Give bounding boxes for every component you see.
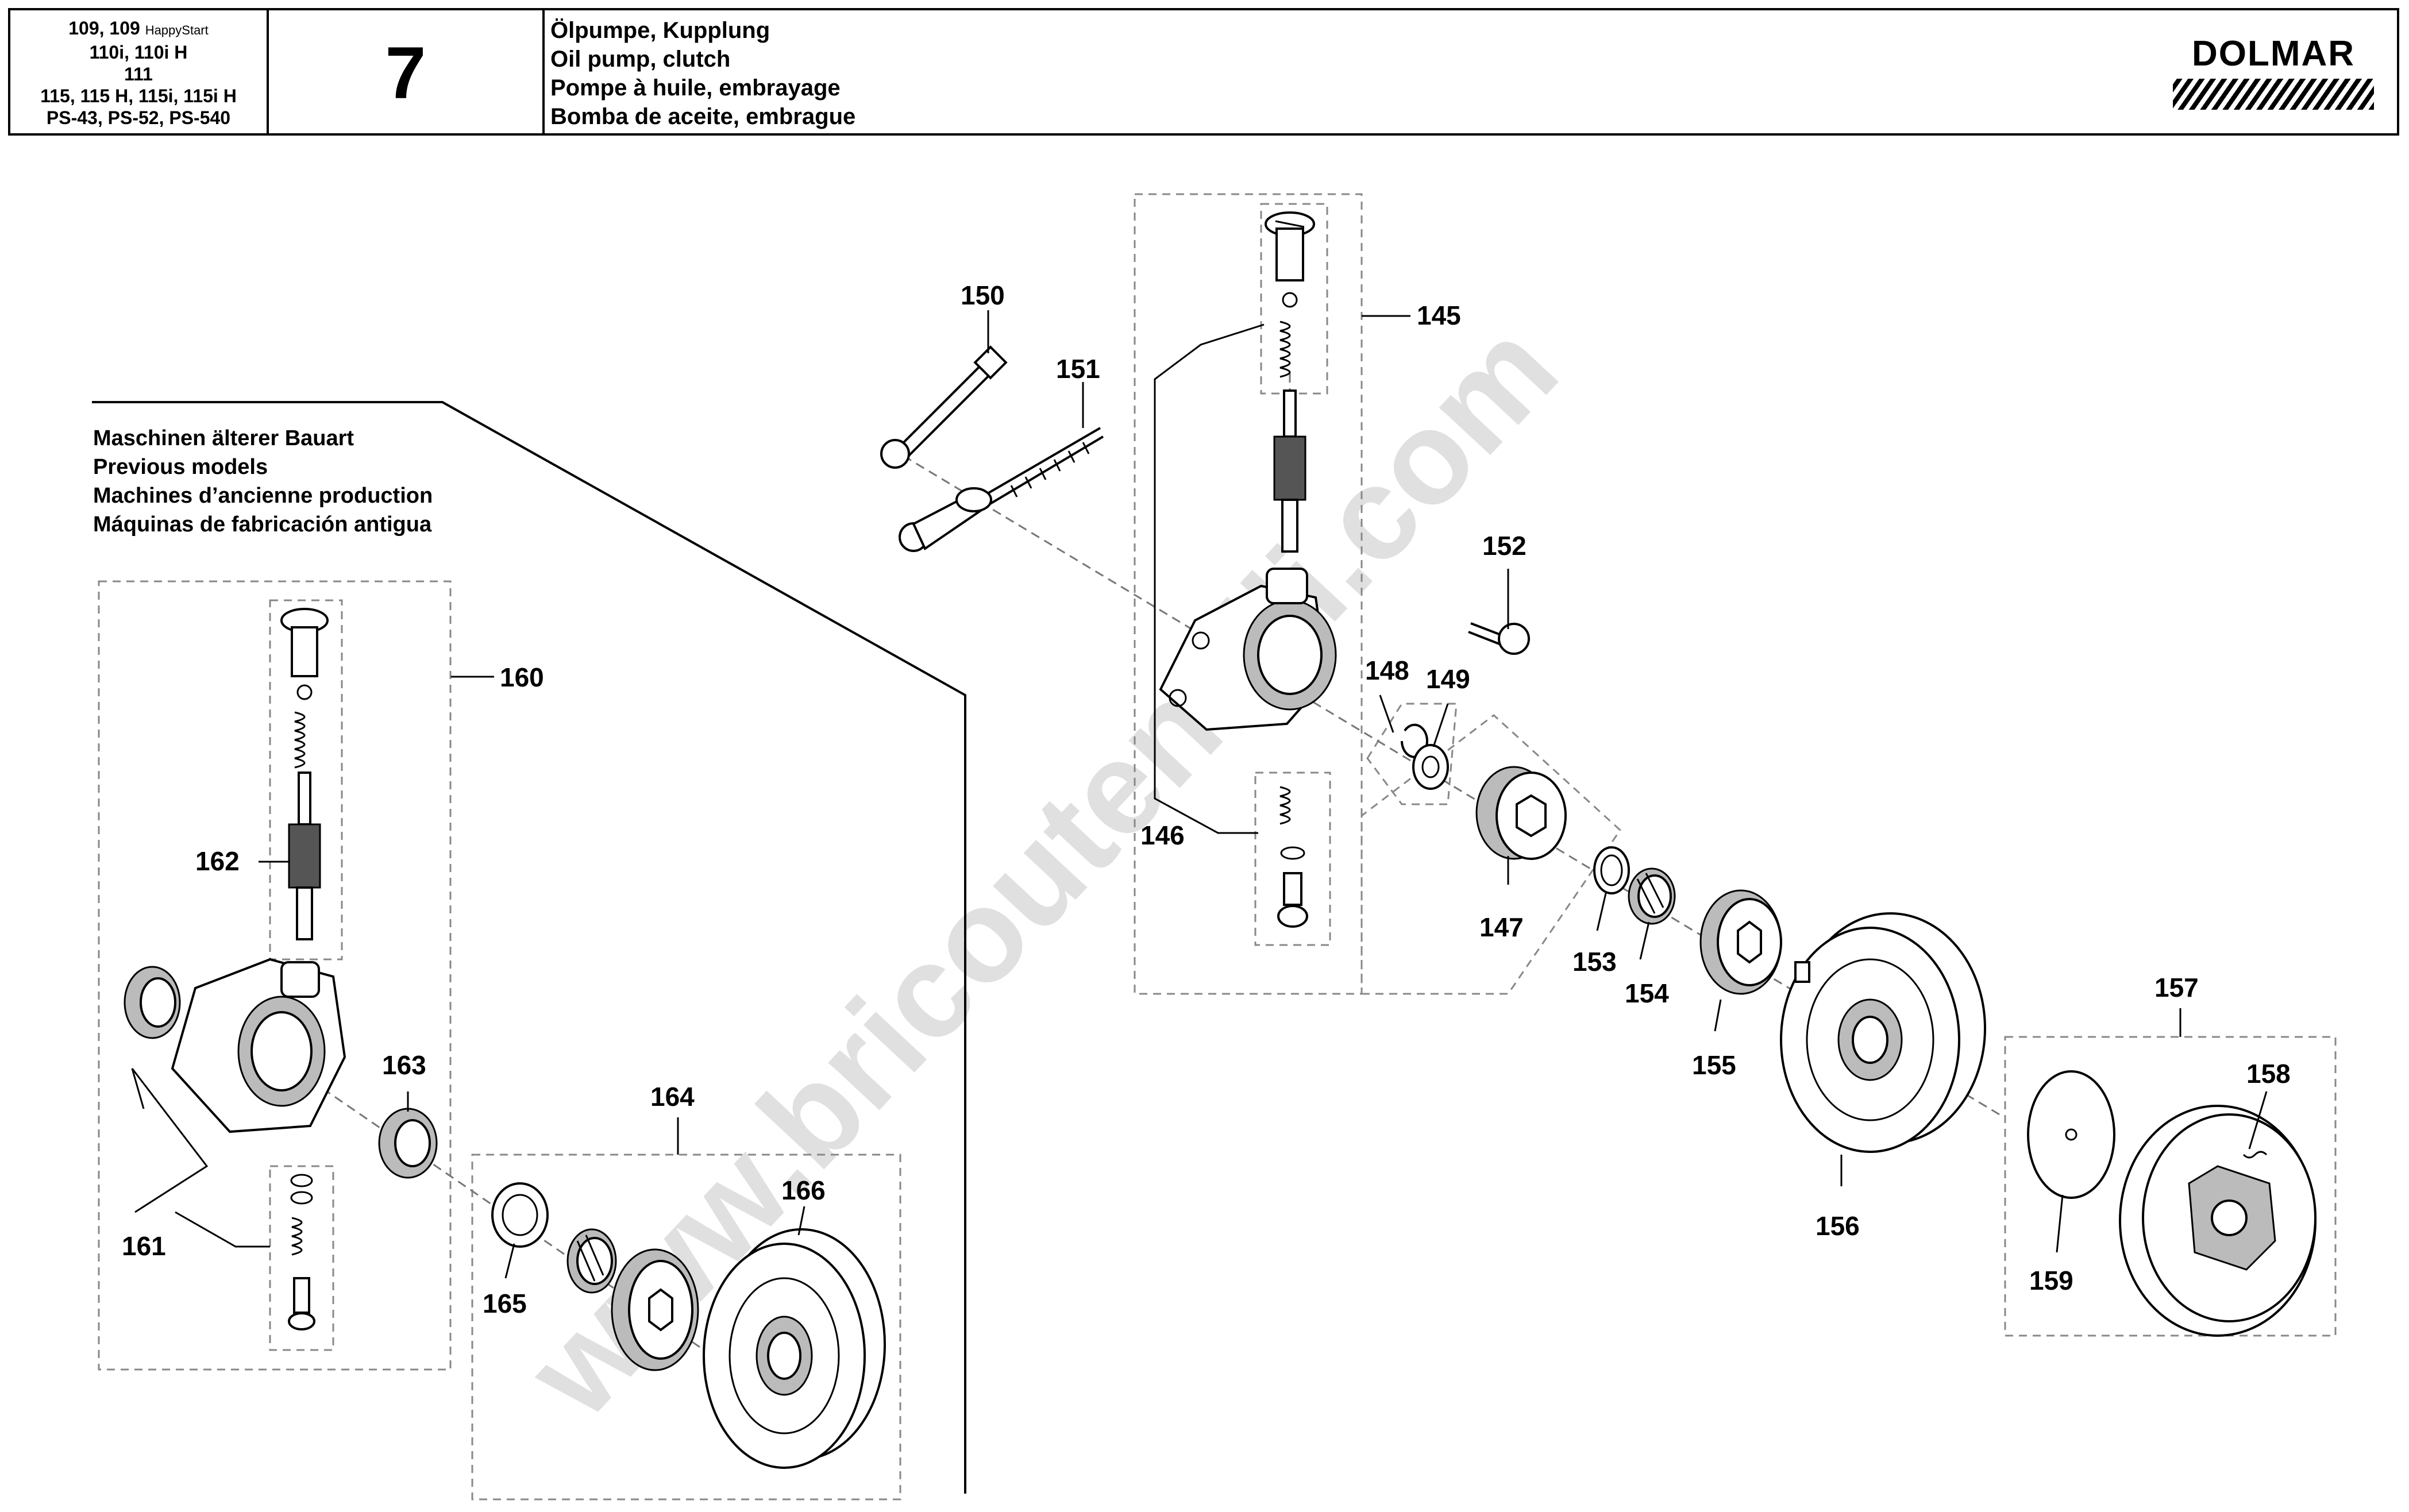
part-161-valve (288, 1174, 315, 1330)
label-157: 157 (2154, 973, 2199, 1002)
label-150: 150 (961, 280, 1005, 310)
label-164: 164 (650, 1082, 695, 1112)
box-146 (1254, 772, 1331, 946)
label-156: 156 (1816, 1211, 1860, 1241)
part-145-worm-shaft (1273, 389, 1306, 553)
title-es: Bomba de aceite, embrague (550, 104, 856, 129)
note-es: Máquinas de fabricación antigua (93, 512, 432, 537)
part-156-clutch-drum (1780, 912, 1986, 1153)
model-line-2: 110i, 110i H (89, 42, 188, 63)
label-162: 162 (195, 846, 240, 876)
brand-stripe (2173, 79, 2374, 110)
label-145: 145 (1417, 300, 1461, 330)
part-152-screw (1468, 622, 1530, 655)
models-cell: 109, 109 HappyStart 110i, 110i H 111 115… (10, 10, 269, 133)
part-147-worm-gear (1475, 766, 1567, 860)
label-159: 159 (2029, 1266, 2073, 1295)
part-160-pump-housing (124, 958, 346, 1133)
box-157 (2004, 1036, 2337, 1337)
previous-models-note: Maschinen älterer Bauart Previous models… (93, 426, 433, 537)
divider-line (92, 401, 966, 1494)
label-151: 151 (1056, 354, 1100, 384)
note-en: Previous models (93, 455, 268, 479)
section-number: 7 (385, 32, 426, 114)
part-164-needle-bearing (566, 1228, 617, 1294)
part-151-threaded-rod (955, 427, 1104, 512)
part-155-sprocket (1699, 889, 1782, 995)
part-145-pump-housing (1159, 568, 1337, 731)
model-list: 109, 109 HappyStart 110i, 110i H 111 115… (10, 17, 267, 129)
box-161 (269, 1165, 334, 1351)
label-166: 166 (781, 1175, 826, 1205)
brand-logo: DOLMAR (2173, 33, 2374, 110)
box-164 (471, 1154, 901, 1501)
label-158: 158 (2246, 1059, 2291, 1089)
box-148-149 (1366, 703, 1458, 805)
model-line-3: 111 (124, 64, 153, 84)
section-titles: Ölpumpe, Kupplung Oil pump, clutch Pompe… (550, 16, 855, 131)
part-166-clutch-drum (703, 1228, 886, 1469)
box-147 (1360, 714, 1621, 995)
box-145 (1134, 193, 1363, 995)
label-163: 163 (382, 1050, 426, 1080)
part-165-washer (491, 1182, 549, 1248)
box-145-spring (1260, 203, 1328, 395)
part-154-needle-bearing (1628, 867, 1676, 925)
model-line-1: 109, 109 (68, 18, 140, 38)
label-148: 148 (1365, 655, 1409, 685)
part-145-screw-spring (1265, 211, 1315, 378)
label-165: 165 (483, 1289, 527, 1318)
leader-lines (131, 310, 2268, 1279)
title-cell: Ölpumpe, Kupplung Oil pump, clutch Pompe… (545, 10, 2397, 133)
model-line-4: 115, 115 H, 115i, 115i H (40, 86, 237, 106)
label-160: 160 (500, 662, 544, 692)
part-164-sprocket (611, 1248, 699, 1371)
brand-name: DOLMAR (2191, 34, 2356, 74)
label-153: 153 (1572, 947, 1617, 977)
box-162 (269, 599, 343, 961)
header-table: 109, 109 HappyStart 110i, 110i H 111 115… (8, 8, 2399, 136)
part-150-link (880, 345, 1008, 552)
section-cell: 7 (269, 10, 545, 133)
title-de: Ölpumpe, Kupplung (550, 18, 770, 43)
part-159-disc (2027, 1070, 2115, 1199)
label-147: 147 (1479, 912, 1524, 942)
model-line-5: PS-43, PS-52, PS-540 (46, 107, 231, 128)
label-154: 154 (1625, 978, 1669, 1008)
part-163-seal (378, 1108, 438, 1179)
title-fr: Pompe à huile, embrayage (550, 75, 841, 101)
part-158-spring (2242, 1151, 2268, 1159)
part-162-screw-spring-shaft (280, 608, 329, 940)
label-146: 146 (1140, 820, 1185, 850)
part-149-washer (1412, 744, 1449, 790)
part-153-ring (1593, 846, 1630, 894)
label-152: 152 (1482, 531, 1527, 561)
label-149: 149 (1426, 664, 1470, 694)
note-de: Maschinen älterer Bauart (93, 426, 354, 450)
note-fr: Machines d’ancienne production (93, 484, 433, 508)
box-160 (98, 580, 452, 1371)
label-155: 155 (1692, 1050, 1736, 1080)
part-146-valve (1277, 786, 1308, 928)
title-en: Oil pump, clutch (550, 47, 731, 72)
model-line-1-small: HappyStart (145, 23, 209, 37)
part-157-clutch (2119, 1105, 2317, 1337)
label-161: 161 (122, 1231, 166, 1261)
